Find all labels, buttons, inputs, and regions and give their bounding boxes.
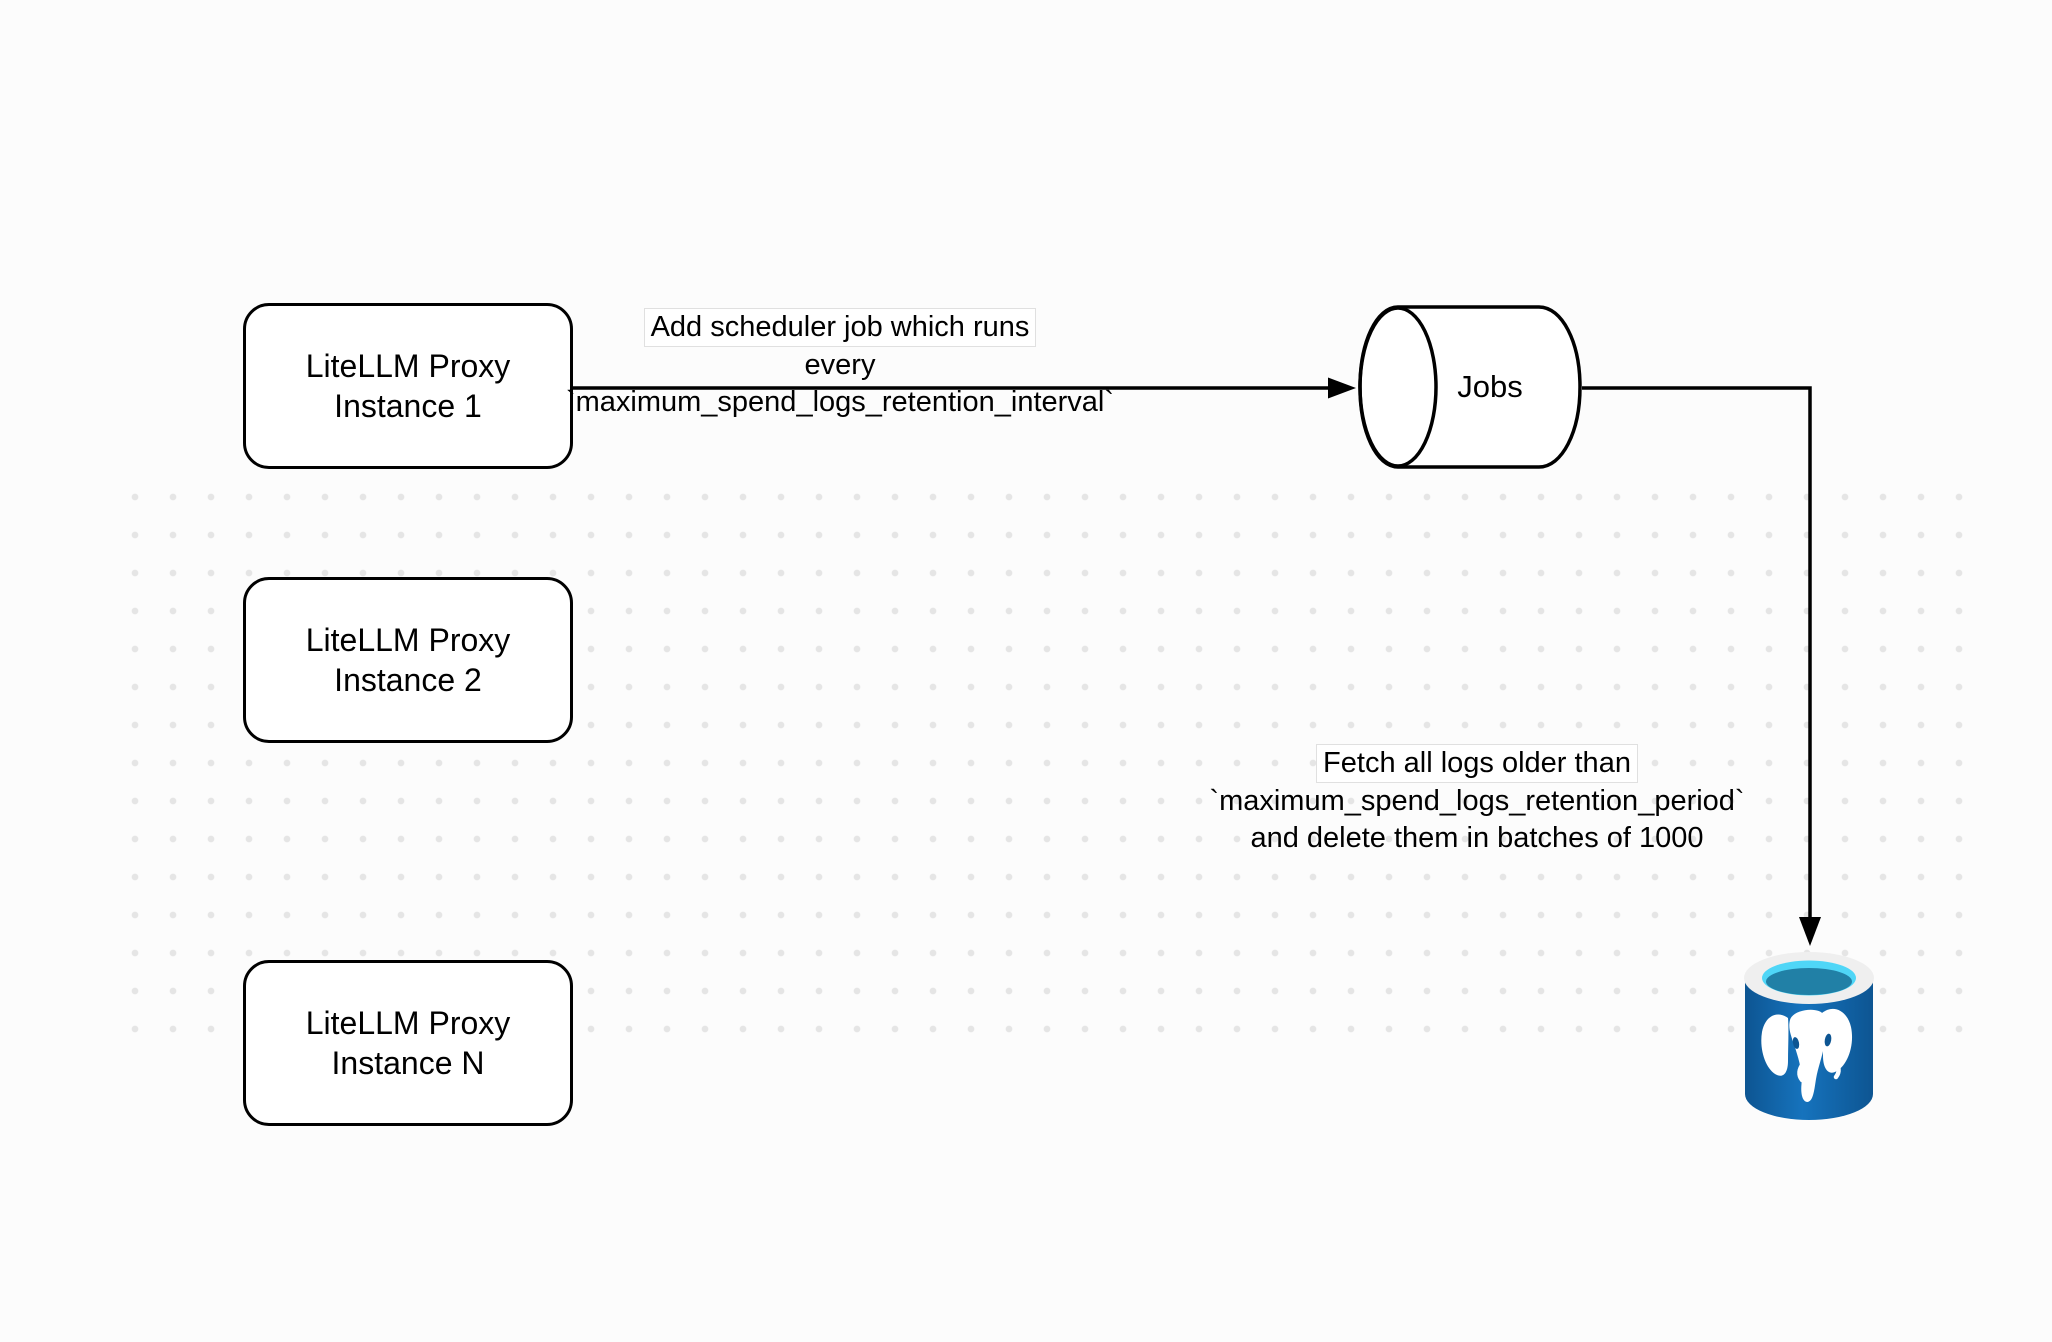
arrowhead-into-jobs-icon [1328, 377, 1356, 399]
edge-label-fetch-line1: Fetch all logs older than [1316, 744, 1638, 783]
elephant-right-tusk [1832, 1058, 1841, 1080]
elephant-left-tusk [1797, 1061, 1806, 1083]
edge-label-fetch-line2: `maximum_spend_logs_retention_period` [1209, 785, 1745, 817]
postgresql-database-icon [1744, 952, 1874, 1120]
node-label-line2: Instance 2 [334, 662, 482, 698]
jobs-label: Jobs [1457, 369, 1523, 404]
arrowhead-into-database-icon [1799, 917, 1821, 946]
node-litellm-proxy-instance-2: LiteLLM Proxy Instance 2 [243, 577, 573, 743]
node-label-line2: Instance 1 [334, 388, 482, 424]
edge-jobs-to-database [1582, 386, 1812, 920]
dot-grid-background [116, 478, 1978, 1048]
elephant-left-eye [1792, 1037, 1800, 1049]
node-litellm-proxy-instance-1: LiteLLM Proxy Instance 1 [243, 303, 573, 469]
node-litellm-proxy-instance-n: LiteLLM Proxy Instance N [243, 960, 573, 1126]
database-opening-inner [1766, 968, 1852, 995]
elephant-face-trunk [1789, 1009, 1827, 1102]
queue-cylinder-icon [1358, 305, 1582, 469]
node-label-line2: Instance N [331, 1045, 485, 1081]
edge-label-scheduler-line1-wrap: Add scheduler job which runs [540, 308, 1140, 347]
edge-label-scheduler-line2: every `maximum_spend_logs_retention_inte… [565, 349, 1115, 418]
edge-label-fetch-line3: and delete them in batches of 1000 [1250, 822, 1704, 854]
edge-label-scheduler-line1: Add scheduler job which runs [643, 308, 1037, 347]
node-label-line1: LiteLLM Proxy [305, 622, 511, 658]
node-label-line1: LiteLLM Proxy [305, 1005, 511, 1041]
queue-left-rim [1358, 306, 1438, 468]
postgres-elephant-icon [1761, 1008, 1853, 1102]
elephant-left-ear [1761, 1014, 1789, 1076]
edge-label-scheduler: Add scheduler job which runs every `maxi… [540, 308, 1140, 421]
elephant-right-eye [1824, 1033, 1832, 1047]
node-label-line1: LiteLLM Proxy [305, 348, 511, 384]
edge-label-fetch-delete: Fetch all logs older than `maximum_spend… [1157, 744, 1797, 857]
edge-label-fetch-line1-wrap: Fetch all logs older than [1157, 744, 1797, 783]
elephant-right-ear [1821, 1008, 1853, 1073]
node-postgresql-database [1743, 948, 1875, 1122]
node-jobs-queue: Jobs [1357, 305, 1583, 469]
